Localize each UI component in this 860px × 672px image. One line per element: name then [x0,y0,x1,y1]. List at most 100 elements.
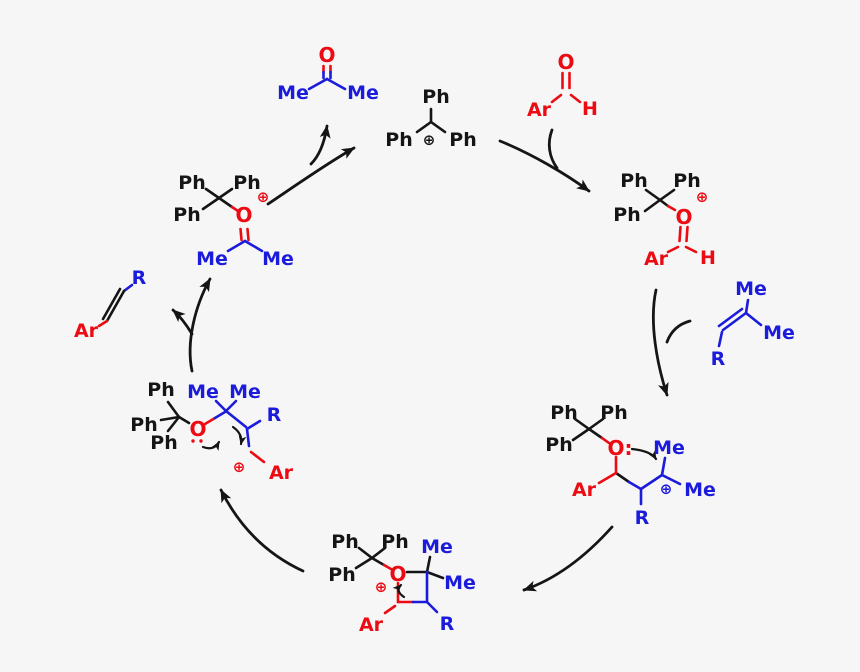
benzylic-me-right-label: Me [229,381,261,403]
benzylic-plus-charge-icon: ⊕ [233,458,246,476]
cycle-arrows [171,124,692,592]
adduct-me-top-label: Me [653,437,685,459]
adduct-o-lone-pair-label: O: [608,436,633,460]
alkene-product-bonds-red [97,319,109,328]
oxetanium-ar-label: Ar [359,614,384,636]
trityl-cation-bonds [415,107,447,134]
trityl-aldehyde-oxocarbenium-o-label: O [675,205,692,229]
benzylic-curved-arrow-cc-bond [231,425,247,446]
trisubstituted-alkene-me-right-label: Me [763,322,795,344]
oxetanium-ph-b-label: Ph [381,531,408,553]
oxetanium-bonds-black [354,546,445,580]
aryl-aldehyde-ar-label: Ar [527,99,552,121]
trityl-aldehyde-oxocarbenium-plus-charge-icon: ⊕ [696,188,709,206]
acetone-oxocarbenium-me-right-label: Me [262,248,294,270]
acetone-oxocarbenium-me-left-label: Me [196,248,228,270]
oxetanium-plus-charge-icon: ⊕ [375,578,388,596]
molecule-aryl-aldehyde: O Ar H [527,50,598,121]
trisubstituted-alkene-bonds [717,298,763,348]
alkene-product-bonds-blue [122,283,134,293]
molecule-trityl-cation: Ph Ph Ph ⊕ [385,86,476,151]
benzylic-bonds-black [159,400,191,433]
acetone-bonds-blue [307,70,347,91]
adduct-bonds-black [571,417,631,484]
adduct-bonds-blue [627,456,682,506]
arrow-release-to-trityl [266,146,356,206]
acetone-oxocarbenium-bonds-black [201,187,234,211]
trityl-cation-ph-right-label: Ph [449,129,476,151]
arrow-branch-alkene-in [665,319,692,344]
adduct-ph-b-label: Ph [600,402,627,424]
oxetanium-curved-arrow-ring-opening [392,583,406,599]
arrow-adduct-to-oxetanium [522,525,614,592]
trityl-cation-plus-charge-icon: ⊕ [423,131,436,149]
benzylic-ph-b-label: Ph [130,414,157,436]
molecule-trityl-acetone-oxocarbenium: Ph Ph Ph O ⊕ Me Me [173,172,294,270]
molecule-benzylic-carbocation: Ph Ph Ph O Me Me R ⊕ Ar [130,379,293,484]
adduct-ph-a-label: Ph [550,402,577,424]
arrow-oxetanium-to-benzylic [219,488,305,573]
adduct-curved-arrow-o-to-cation [630,447,658,461]
molecule-alkene-product: R Ar [74,267,147,342]
benzylic-r-label: R [267,404,282,426]
trityl-aldehyde-oxocarbenium-bonds-red [666,204,698,254]
acetone-oxocarbenium-ph-c-label: Ph [173,204,200,226]
trityl-cation-ph-left-label: Ph [385,129,412,151]
acetone-oxocarbenium-ph-a-label: Ph [178,172,205,194]
oxetanium-r-label: R [440,613,455,635]
adduct-ph-c-label: Ph [545,434,572,456]
arrow-branch-aldehyde-in [547,128,559,170]
arrow-branch-acetone-out [309,124,331,166]
molecule-trityl-aldehyde-oxocarbenium: Ph Ph Ph O ⊕ Ar H [613,170,716,270]
trisubstituted-alkene-me-top-label: Me [735,278,767,300]
oxetanium-ph-a-label: Ph [331,531,358,553]
benzylic-ar-label: Ar [269,462,294,484]
acetone-oxocarbenium-plus-charge-icon: ⊕ [257,188,270,206]
oxetanium-ph-c-label: Ph [328,564,355,586]
benzylic-curved-arrow-o-lone-pair [201,440,221,451]
trisubstituted-alkene-r-label: R [711,348,726,370]
aryl-aldehyde-o-label: O [557,50,574,74]
benzylic-o-lone-pair-dot [199,439,203,443]
oxetanium-me-right-label: Me [444,572,476,594]
molecule-tertiary-carbocation-adduct: Ph Ph Ph O: Ar Me Me ⊕ R [545,402,716,529]
molecule-oxetanium: Ph Ph Ph O ⊕ Me Me Ar R [328,531,476,636]
arrow-trityl-to-oxocarbenium [498,139,591,193]
trityl-aldehyde-oxocarbenium-ph-a-label: Ph [620,170,647,192]
acetone-oxocarbenium-ph-b-label: Ph [233,172,260,194]
acetone-oxocarbenium-bonds-blue [226,239,264,253]
aryl-aldehyde-bonds [550,71,582,104]
oxetanium-me-top-label: Me [421,536,453,558]
acetone-oxocarbenium-o-label: O [235,203,252,227]
molecule-trisubstituted-alkene: Me Me R [711,278,795,370]
adduct-r-label: R [635,507,650,529]
benzylic-ph-a-label: Ph [147,379,174,401]
alkene-product-r-label: R [132,267,147,289]
adduct-me-right-label: Me [684,479,716,501]
adduct-bonds-red [597,436,618,485]
molecule-acetone: O Me Me [277,43,379,104]
benzylic-o-lone-pair-dot [191,439,195,443]
benzylic-bonds-red [203,416,266,464]
alkene-product-bonds-black [101,287,126,323]
aryl-aldehyde-h-label: H [582,98,598,120]
benzylic-me-left-label: Me [187,381,219,403]
oxetanium-o-label: O [389,562,406,586]
trityl-aldehyde-oxocarbenium-bonds-black [643,188,676,213]
acetone-oxocarbenium-bonds-red [230,205,250,242]
adduct-ar-label: Ar [572,479,597,501]
arrow-benzylic-to-acetone-oxocarbenium [188,277,212,373]
arrow-branch-alkene-product-out [171,308,194,336]
acetone-me-right-label: Me [347,82,379,104]
acetone-me-left-label: Me [277,82,309,104]
benzylic-ph-c-label: Ph [150,432,177,454]
alkene-product-ar-label: Ar [74,320,99,342]
acetone-o-label: O [318,43,335,67]
benzylic-o-label: O [189,417,206,441]
trityl-aldehyde-oxocarbenium-ar-label: Ar [644,248,669,270]
arrow-oxocarbenium-to-adduct [651,288,669,397]
trityl-aldehyde-oxocarbenium-h-label: H [700,247,716,269]
trityl-aldehyde-oxocarbenium-ph-c-label: Ph [613,204,640,226]
trityl-cation-ph-top-label: Ph [422,86,449,108]
